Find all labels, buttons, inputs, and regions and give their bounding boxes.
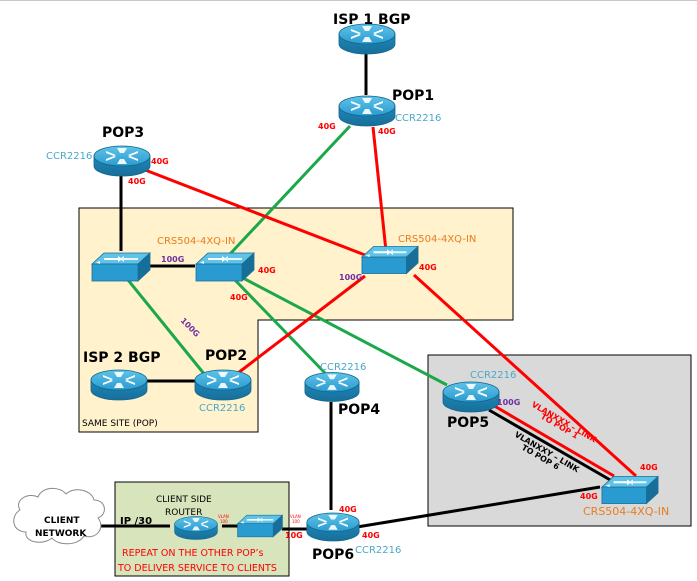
same-site-label: SAME SITE (POP): [82, 419, 158, 429]
pop4-label: POP4: [338, 402, 380, 418]
speed-label: 100G: [497, 398, 520, 407]
pop4-model: CCR2216: [320, 362, 366, 373]
speed-label: 40G: [230, 293, 248, 302]
pop5-router-icon[interactable]: [442, 381, 500, 413]
isp1-router-icon[interactable]: [338, 23, 396, 55]
pop6-label: POP6: [312, 547, 354, 563]
client-router-label-line1: CLIENT SIDE: [156, 495, 212, 505]
link-pop1-swb: [228, 124, 352, 256]
pop3-label: POP3: [102, 125, 144, 141]
client-router-label-line2: ROUTER: [165, 508, 202, 518]
switch-b-icon[interactable]: [195, 252, 255, 282]
vlan-tag-id: 100: [292, 519, 300, 524]
speed-label: 100G: [339, 273, 362, 282]
link-swc-swpop5: [412, 273, 638, 478]
link-swa-pop2: [126, 279, 207, 376]
pop1-model: CCR2216: [395, 113, 441, 124]
speed-label: 40G: [151, 157, 169, 166]
speed-label: 100G: [161, 255, 184, 264]
client-network-label-line1: CLIENT: [44, 516, 80, 526]
switch-pop5-icon[interactable]: [601, 475, 659, 505]
isp2-router-icon[interactable]: [90, 369, 148, 401]
speed-label: 40G: [580, 492, 598, 501]
switch-pop5-model: CRS504-4XQ-IN: [583, 505, 669, 518]
client-box-note-line1: REPEAT ON THE OTHER POP’s: [122, 548, 263, 559]
switch-a-icon[interactable]: [91, 252, 151, 282]
link-pop6-swpop5: [356, 485, 601, 529]
pop5-site-box: [427, 354, 692, 527]
pop3-model: CCR2216: [46, 151, 92, 162]
link-swb-pop4: [233, 278, 327, 375]
speed-label: 40G: [378, 127, 396, 136]
speed-label: 40G: [318, 122, 336, 131]
pop2-model: CCR2216: [199, 403, 245, 414]
isp2-label: ISP 2 BGP: [83, 350, 160, 366]
top-border: [0, 0, 697, 1]
pop6-model: CCR2216: [355, 545, 401, 556]
vlan-tag-label: VLAN: [218, 514, 229, 519]
link-swb-pop5: [242, 276, 448, 387]
speed-label: 40G: [258, 266, 276, 275]
vlan-tag-id: 100: [220, 519, 228, 524]
speed-label: 40G: [339, 505, 357, 514]
speed-label: 40G: [128, 177, 146, 186]
pop1-router-icon[interactable]: [338, 95, 396, 127]
client-switch-icon[interactable]: [237, 514, 283, 538]
link-pop3-swc: [139, 166, 366, 257]
pop6-router-icon[interactable]: [306, 512, 360, 542]
vlan-tag-label: VLAN: [290, 514, 301, 519]
pop4-router-icon[interactable]: [304, 372, 360, 402]
client-network-cloud-icon: [13, 487, 105, 545]
pop1-label: POP1: [392, 88, 434, 104]
switch-b-model: CRS504-4XQ-IN: [157, 236, 235, 247]
speed-label: 40G: [419, 263, 437, 272]
client-side-router-icon[interactable]: [174, 516, 218, 540]
client-box-note-line2: TO DELIVER SERVICE TO CLIENTS: [117, 563, 277, 574]
speed-label: 10G: [285, 531, 303, 540]
pop5-model: CCR2216: [470, 370, 516, 381]
client-ip-label: IP /30: [120, 516, 152, 527]
pop5-label: POP5: [447, 415, 489, 431]
client-network-label-line2: NETWORK: [35, 529, 87, 539]
pop2-label: POP2: [205, 348, 247, 364]
speed-label: 40G: [362, 531, 380, 540]
isp1-label: ISP 1 BGP: [333, 12, 410, 28]
pop3-router-icon[interactable]: [93, 145, 151, 177]
link-pop1-swc: [371, 126, 388, 252]
switch-c-model: CRS504-4XQ-IN: [398, 234, 476, 245]
speed-label: 40G: [640, 463, 658, 472]
switch-c-icon[interactable]: [361, 245, 419, 275]
link-pop5-swpop5-vlanxxx: [490, 402, 615, 478]
link-pop5-swpop5-vlanxxy: [488, 408, 613, 483]
pop2-router-icon[interactable]: [194, 369, 252, 401]
link-swc-pop2: [237, 274, 366, 375]
